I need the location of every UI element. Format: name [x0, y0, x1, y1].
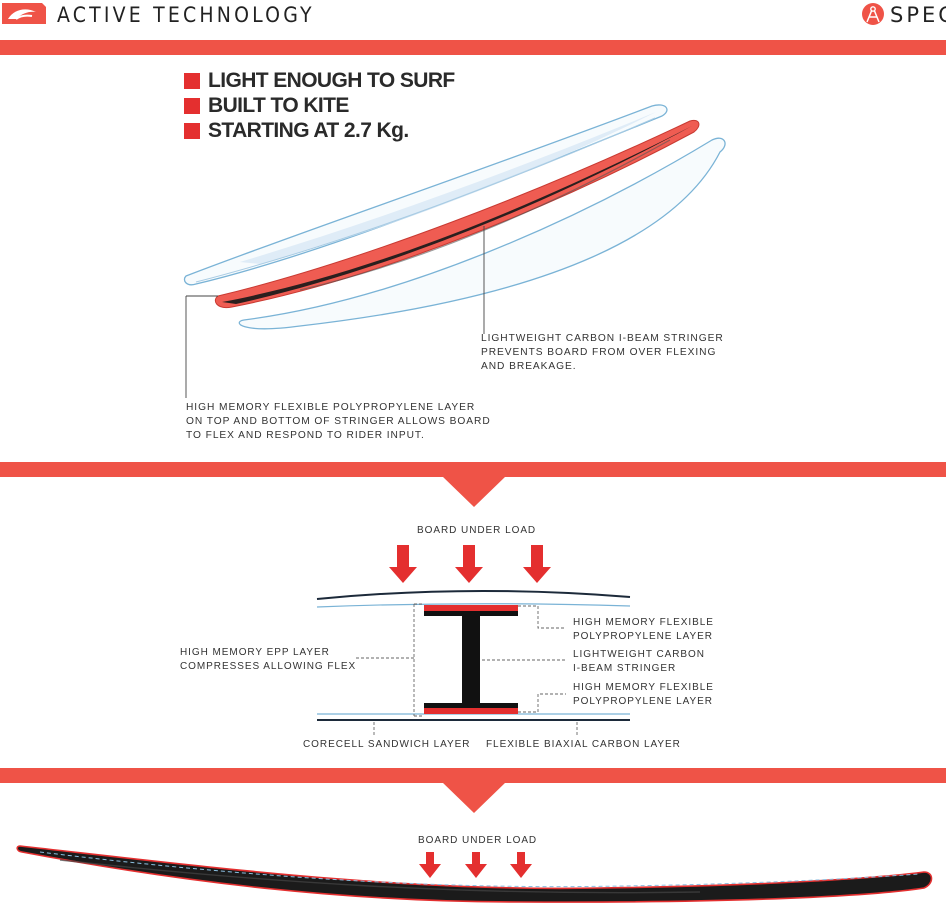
biaxial-carbon-label: FLEXIBLE BIAXIAL CARBON LAYER [486, 739, 681, 750]
label-line: HIGH MEMORY EPP LAYER [180, 647, 330, 658]
board-under-load-label: BOARD UNDER LOAD [417, 525, 537, 536]
carbon-stringer-label: LIGHTWEIGHT CARBON I-BEAM STRINGER [573, 648, 705, 675]
callout-line: LIGHTWEIGHT CARBON I-BEAM STRINGER [481, 333, 724, 344]
caliper-icon [862, 3, 884, 25]
logo-mark [2, 3, 46, 24]
label-line: COMPRESSES ALLOWING FLEX [180, 660, 357, 672]
load-arrow-icon [419, 852, 532, 878]
spec-link[interactable]: SPEC [890, 3, 946, 27]
page-title: ACTIVE TECHNOLOGY [57, 3, 315, 27]
label-line: POLYPROPYLENE LAYER [573, 630, 713, 642]
feature-bullet-icon [184, 73, 200, 89]
callout-line: AND BREAKAGE. [481, 361, 577, 372]
feature-item: BUILT TO KITE [208, 94, 349, 117]
corecell-label: CORECELL SANDWICH LAYER [303, 739, 471, 750]
i-beam-stringer [424, 605, 518, 714]
section-divider-middle [0, 462, 946, 477]
label-line: HIGH MEMORY FLEXIBLE [573, 617, 714, 628]
callout-line: PREVENTS BOARD FROM OVER FLEXING [481, 347, 717, 358]
bottom-deck-layer [238, 137, 726, 330]
callout-line: TO FLEX AND RESPOND TO RIDER INPUT. [186, 430, 425, 441]
flex-board-under-load-label: BOARD UNDER LOAD [418, 835, 538, 846]
stringer-callout: LIGHTWEIGHT CARBON I-BEAM STRINGER PREVE… [481, 332, 724, 374]
epp-layer-label: HIGH MEMORY EPP LAYER COMPRESSES ALLOWIN… [180, 646, 356, 673]
feature-bullet-icon [184, 98, 200, 114]
label-line: LIGHTWEIGHT CARBON [573, 649, 705, 660]
stringer-layer [214, 119, 700, 309]
callout-line: ON TOP AND BOTTOM OF STRINGER ALLOWS BOA… [186, 416, 491, 427]
label-line: POLYPROPYLENE LAYER [573, 695, 713, 707]
feature-item: LIGHT ENOUGH TO SURF [208, 69, 455, 92]
callout-line: HIGH MEMORY FLEXIBLE POLYPROPYLENE LAYER [186, 402, 476, 413]
section-divider-top [0, 40, 946, 55]
polypropylene-callout: HIGH MEMORY FLEXIBLE POLYPROPYLENE LAYER… [186, 401, 491, 443]
section-divider-bottom [0, 768, 946, 783]
top-polypropylene-label: HIGH MEMORY FLEXIBLE POLYPROPYLENE LAYER [573, 616, 714, 643]
deck-line [316, 589, 631, 600]
feature-bullet-icon [184, 123, 200, 139]
bottom-polypropylene-label: HIGH MEMORY FLEXIBLE POLYPROPYLENE LAYER [573, 681, 714, 708]
label-line: I-BEAM STRINGER [573, 662, 677, 674]
label-line: HIGH MEMORY FLEXIBLE [573, 682, 714, 693]
feature-item: STARTING AT 2.7 Kg. [208, 119, 409, 142]
flexed-board [16, 845, 933, 903]
load-arrow-icon [389, 545, 551, 583]
